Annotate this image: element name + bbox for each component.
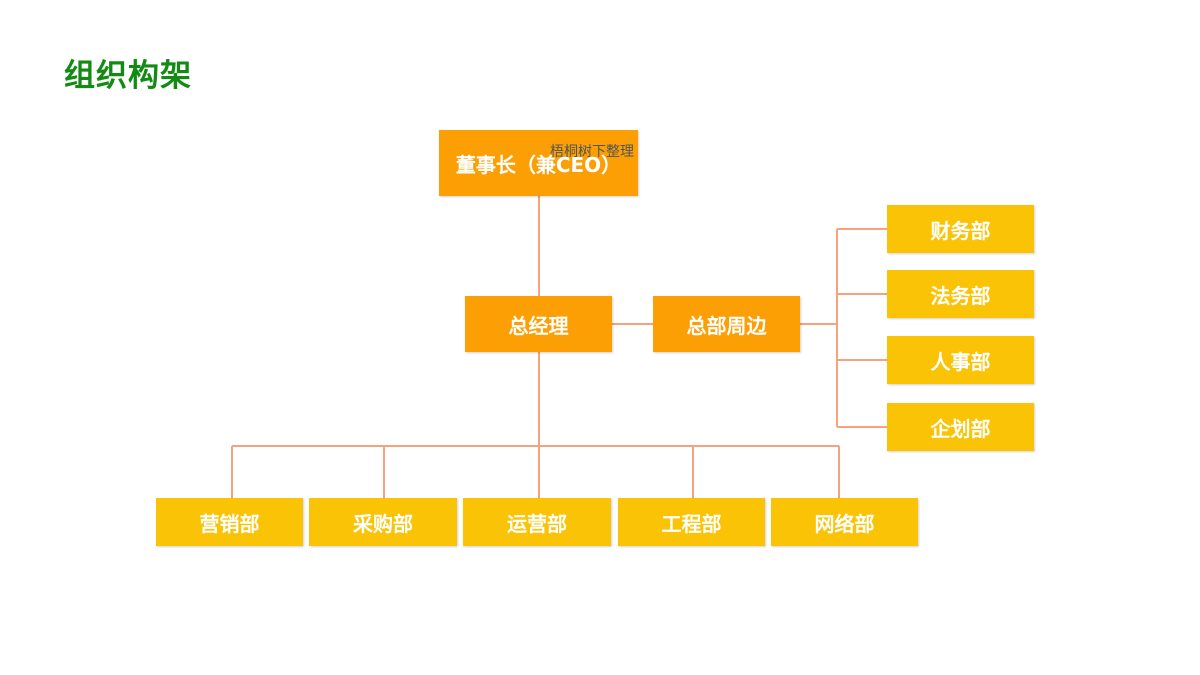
chairman-label: 董事长（兼CEO） (455, 152, 622, 177)
planning-dept-label: 企划部 (930, 416, 991, 441)
engineering-dept-box: 工程部 (618, 498, 765, 546)
legal-dept-label: 法务部 (930, 283, 991, 308)
legal-dept-box: 法务部 (887, 270, 1034, 318)
page-title: 组织构架 (64, 58, 192, 94)
hr-dept-label: 人事部 (930, 349, 991, 374)
hr-dept-box: 人事部 (887, 336, 1034, 384)
chairman-box: 董事长（兼CEO） (439, 130, 638, 196)
marketing-dept-label: 营销部 (199, 511, 260, 536)
finance-dept-label: 财务部 (930, 218, 991, 243)
marketing-dept-box: 营销部 (156, 498, 303, 546)
planning-dept-box: 企划部 (887, 403, 1034, 451)
network-dept-box: 网络部 (771, 498, 918, 546)
purchasing-dept-label: 采购部 (353, 511, 413, 536)
engineering-dept-label: 工程部 (661, 511, 722, 536)
operations-dept-label: 运营部 (507, 511, 567, 536)
general-manager-label: 总经理 (508, 313, 569, 338)
hq-support-label: 总部周边 (686, 313, 767, 338)
finance-dept-box: 财务部 (887, 205, 1034, 253)
hq-support-box: 总部周边 (653, 296, 800, 352)
general-manager-box: 总经理 (465, 296, 612, 352)
operations-dept-box: 运营部 (463, 498, 611, 546)
network-dept-label: 网络部 (814, 511, 875, 536)
purchasing-dept-box: 采购部 (309, 498, 457, 546)
